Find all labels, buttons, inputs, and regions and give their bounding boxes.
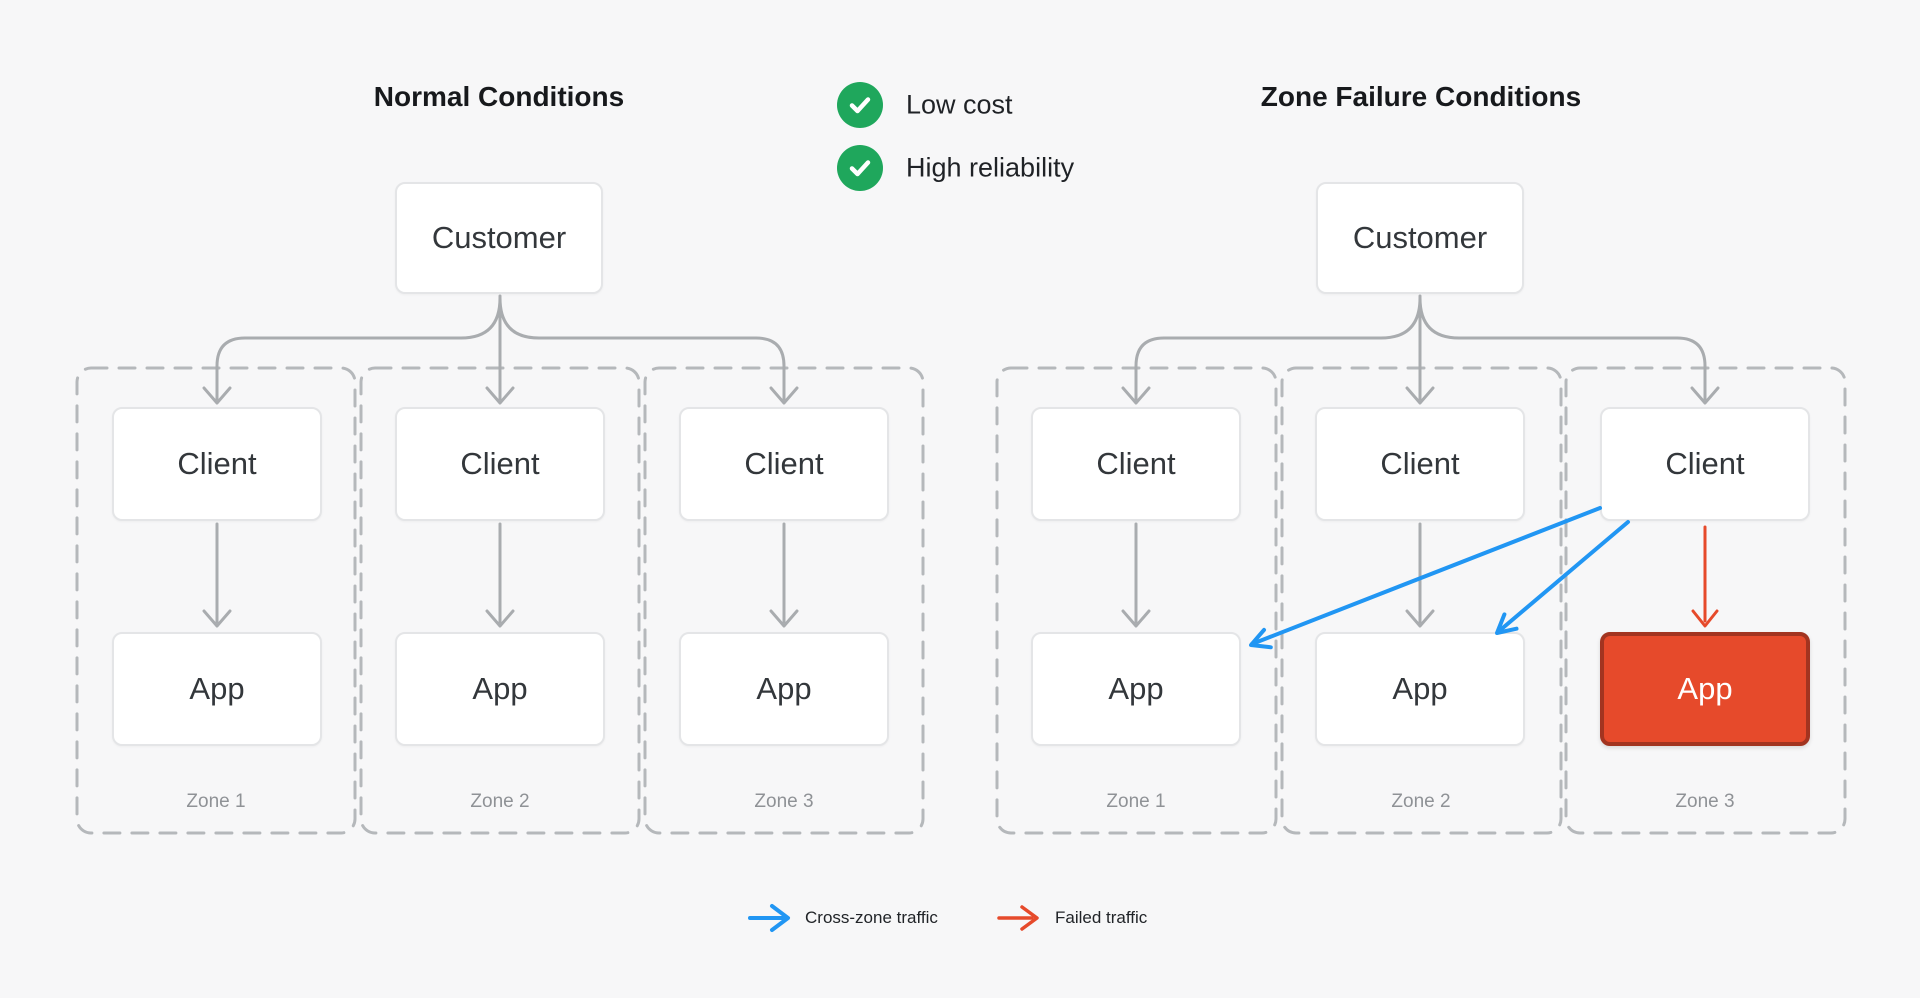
arrowhead xyxy=(1121,609,1151,628)
cross-zone-arrow-to-zone2 xyxy=(1496,520,1630,634)
app-box-right-zone1: App xyxy=(1031,632,1241,746)
arrowhead xyxy=(1249,627,1273,650)
benefit-high-reliability-label: High reliability xyxy=(906,152,1075,183)
client-box-right-zone1: Client xyxy=(1031,407,1241,521)
arrowhead xyxy=(1690,386,1720,405)
checkmark-glyph xyxy=(849,160,871,177)
app-box-left-zone3: App xyxy=(679,632,889,746)
legend-failed-label: Failed traffic xyxy=(1055,908,1148,927)
app-box-right-zone3-failed: App xyxy=(1600,632,1810,746)
arrowhead xyxy=(1020,905,1039,931)
arrowhead xyxy=(1405,386,1435,405)
check-icon xyxy=(837,82,883,128)
zone-label-left-2: Zone 2 xyxy=(470,791,530,812)
arrowhead xyxy=(1405,609,1435,628)
client-box-left-zone1: Client xyxy=(112,407,322,521)
arrowhead xyxy=(769,386,799,405)
arrowhead xyxy=(1691,609,1719,628)
arrow-customer-client-right-zone3 xyxy=(1418,296,1707,401)
client-box-right-zone2: Client xyxy=(1315,407,1525,521)
arrow-customer-client-left-zone3 xyxy=(498,296,786,401)
arrowhead xyxy=(485,609,515,628)
arrowhead xyxy=(1495,612,1519,635)
app-box-left-zone2: App xyxy=(395,632,605,746)
arrowhead xyxy=(1121,386,1151,405)
client-box-right-zone3: Client xyxy=(1600,407,1810,521)
checkmark-glyph xyxy=(849,97,871,114)
arrowhead xyxy=(769,609,799,628)
client-box-left-zone2: Client xyxy=(395,407,605,521)
arrow-customer-client-right-zone1 xyxy=(1134,296,1422,401)
title-normal-conditions: Normal Conditions xyxy=(373,81,625,112)
arrow-customer-client-left-zone1 xyxy=(215,296,502,401)
app-box-left-zone1: App xyxy=(112,632,322,746)
cross-zone-arrow-to-zone1 xyxy=(1250,506,1602,646)
zone-label-right-3: Zone 3 xyxy=(1675,791,1735,812)
zone-label-left-3: Zone 3 xyxy=(754,791,814,812)
zone-label-right-1: Zone 1 xyxy=(1106,791,1166,812)
benefit-low-cost-label: Low cost xyxy=(906,89,1013,120)
app-box-right-zone2: App xyxy=(1315,632,1525,746)
arrowhead xyxy=(485,386,515,405)
legend-cross-zone-label: Cross-zone traffic xyxy=(805,908,938,927)
customer-box-right: Customer xyxy=(1316,182,1524,294)
check-icon xyxy=(837,145,883,191)
arrowhead xyxy=(202,609,232,628)
zone-label-left-1: Zone 1 xyxy=(186,791,246,812)
customer-box-left: Customer xyxy=(395,182,603,294)
arrowhead xyxy=(770,904,790,932)
client-box-left-zone3: Client xyxy=(679,407,889,521)
arrowhead xyxy=(202,386,232,405)
zone-label-right-2: Zone 2 xyxy=(1391,791,1451,812)
title-zone-failure-conditions: Zone Failure Conditions xyxy=(1260,81,1582,112)
